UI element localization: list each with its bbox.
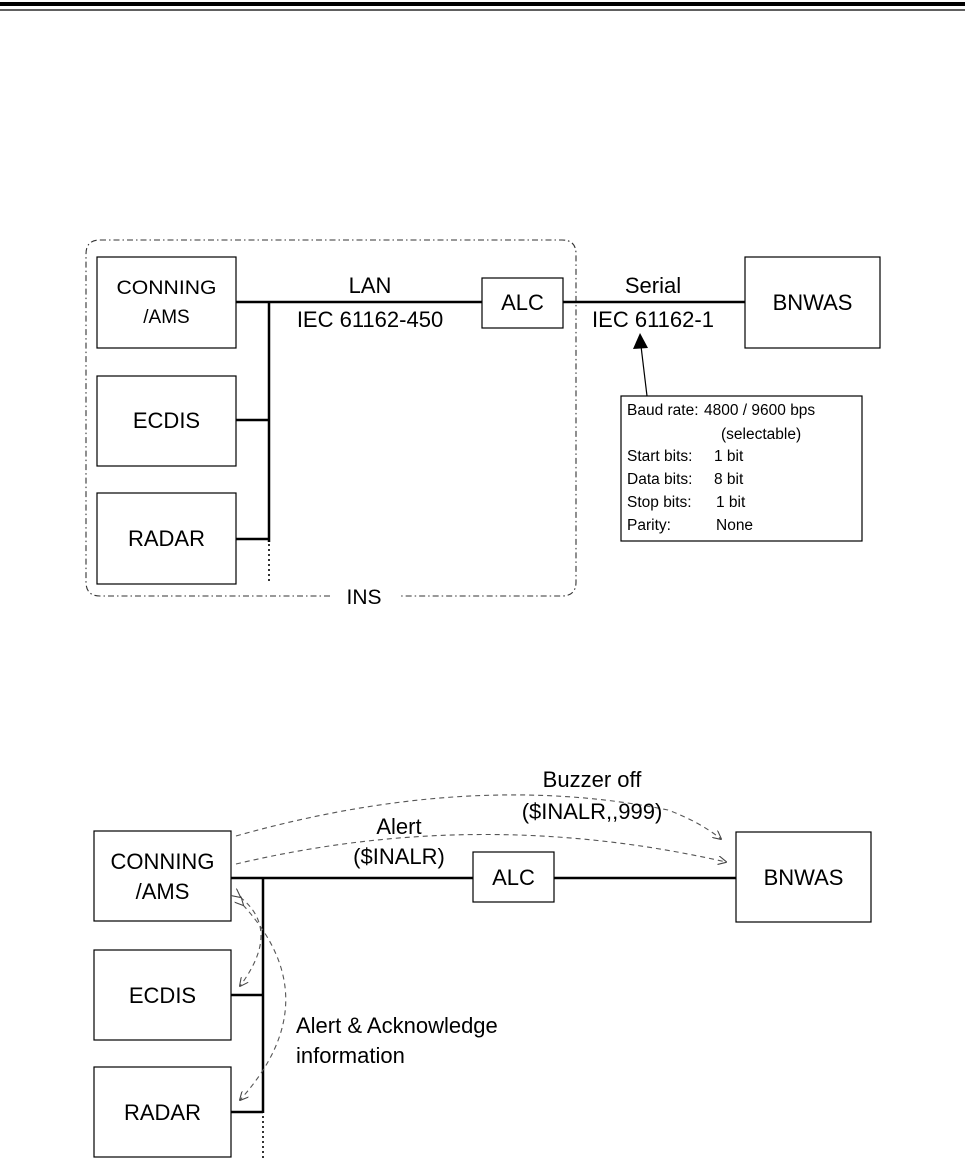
setting-key: Stop bits: — [627, 494, 692, 511]
alert-label: Alert — [376, 814, 421, 839]
alc-label: ALC — [492, 865, 535, 890]
conning-label: CONNING — [111, 849, 215, 874]
alc-box: ALC — [473, 852, 554, 902]
ins-label: INS — [346, 586, 381, 609]
radar-label: RADAR — [124, 1100, 201, 1125]
connection-diagram: INS CONNING /AMS ECDIS RADAR ALC BNWAS — [86, 240, 880, 609]
ecdis-label: ECDIS — [133, 408, 200, 433]
setting-key: Baud rate: — [627, 402, 699, 419]
setting-key: Start bits: — [627, 448, 692, 465]
serial-settings-box: Baud rate: 4800 / 9600 bps (selectable) … — [621, 396, 862, 541]
bnwas-box: BNWAS — [745, 257, 880, 348]
ecdis-label: ECDIS — [129, 983, 196, 1008]
ecdis-ack-arrow — [240, 897, 261, 986]
setting-value: None — [716, 517, 753, 534]
alert-flow-diagram: CONNING /AMS ECDIS RADAR ALC BNWAS Buzze… — [94, 767, 871, 1158]
radar-box: RADAR — [94, 1067, 231, 1157]
settings-pointer-line — [641, 346, 647, 396]
radar-label: RADAR — [128, 526, 205, 551]
ams-label: /AMS — [136, 879, 190, 904]
lan-standard-label: IEC 61162-450 — [297, 307, 443, 332]
ecdis-box: ECDIS — [94, 950, 231, 1040]
setting-key: Data bits: — [627, 471, 692, 488]
settings-pointer-arrow — [633, 333, 648, 349]
buzzer-off-sentence: ($INALR,,999) — [522, 799, 663, 824]
ecdis-box: ECDIS — [97, 376, 236, 466]
setting-value: 1 bit — [714, 448, 744, 465]
header-rule — [0, 4, 965, 10]
conning-label: CONNING — [117, 278, 217, 299]
conning-ams-box: CONNING /AMS — [94, 831, 231, 921]
buzzer-off-label: Buzzer off — [543, 767, 643, 792]
lan-label: LAN — [349, 273, 392, 298]
alc-label: ALC — [501, 290, 544, 315]
setting-value: 4800 / 9600 bps — [704, 402, 815, 419]
ams-label: /AMS — [143, 307, 189, 328]
ack-info-label-line2: information — [296, 1043, 405, 1068]
bnwas-label: BNWAS — [764, 865, 844, 890]
setting-value: (selectable) — [721, 426, 801, 443]
alert-sentence: ($INALR) — [353, 844, 445, 869]
alc-box: ALC — [482, 278, 563, 328]
setting-value: 8 bit — [714, 471, 744, 488]
bnwas-label: BNWAS — [773, 290, 853, 315]
ack-info-label: Alert & Acknowledge — [296, 1013, 498, 1038]
setting-value: 1 bit — [716, 494, 746, 511]
setting-key: Parity: — [627, 517, 671, 534]
bnwas-box: BNWAS — [736, 832, 871, 922]
serial-label: Serial — [625, 273, 681, 298]
radar-box: RADAR — [97, 493, 236, 584]
conning-ams-box: CONNING /AMS — [97, 257, 236, 348]
serial-standard-label: IEC 61162-1 — [592, 307, 714, 332]
